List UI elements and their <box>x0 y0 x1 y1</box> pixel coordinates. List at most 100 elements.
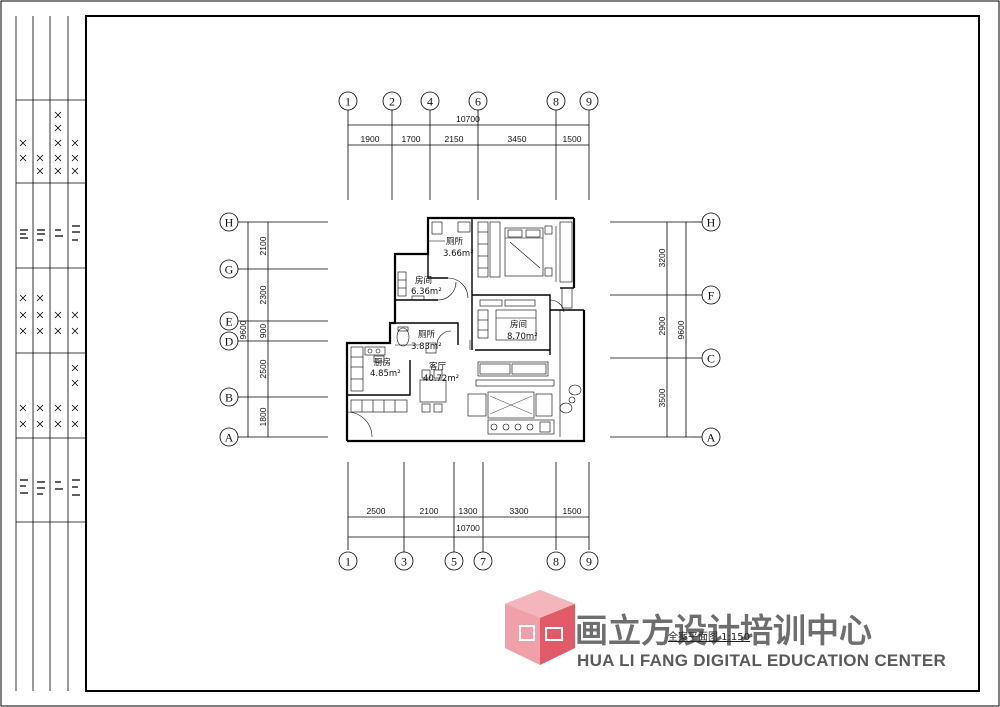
svg-text:6.36m²: 6.36m² <box>411 287 442 297</box>
grid-bubble-bottom-3: 3 <box>394 522 414 571</box>
grid-bubble-top-8: 8 <box>546 91 566 118</box>
top-dimension-lines <box>347 118 590 200</box>
logo-english-text: HUA LI FANG DIGITAL EDUCATION CENTER <box>577 651 947 670</box>
svg-text:8.70m²: 8.70m² <box>507 332 538 342</box>
bottom-grid-bubbles: 1 3 5 7 8 9 <box>338 522 599 571</box>
grid-bubble-left-H: H <box>219 212 241 232</box>
grid-bubble-right-A: A <box>693 427 721 447</box>
svg-text:2300: 2300 <box>258 285 268 304</box>
svg-text:2500: 2500 <box>258 359 268 378</box>
title-strip <box>15 16 86 691</box>
svg-text:3450: 3450 <box>508 134 527 144</box>
svg-text:3: 3 <box>401 555 407 569</box>
svg-text:2100: 2100 <box>420 506 439 516</box>
grid-bubble-left-D: D <box>219 331 262 351</box>
svg-text:3200: 3200 <box>657 248 667 267</box>
svg-text:900: 900 <box>258 324 268 338</box>
right-segment-dimensions: 3200 2900 3500 <box>657 248 667 407</box>
room-label-living-room: 客厅 40.72m² <box>423 361 459 384</box>
plan-details <box>346 221 582 438</box>
floor-plan <box>345 216 586 443</box>
right-grid-bubbles: H F C A <box>672 212 721 447</box>
svg-text:40.72m²: 40.72m² <box>423 374 459 384</box>
svg-text:房间: 房间 <box>415 275 432 286</box>
svg-text:F: F <box>708 289 715 303</box>
svg-text:D: D <box>225 335 234 349</box>
grid-bubble-left-A: A <box>219 427 241 447</box>
svg-text:8: 8 <box>553 555 559 569</box>
room-label-bathroom-1: 厕所 3.66m² <box>443 236 474 259</box>
grid-bubble-right-F: F <box>672 285 721 305</box>
svg-text:E: E <box>225 315 232 329</box>
grid-bubble-right-C: C <box>672 348 721 368</box>
drawing-frame <box>85 15 980 692</box>
grid-bubble-left-E: E <box>219 311 262 331</box>
svg-text:8: 8 <box>553 95 559 109</box>
svg-text:4: 4 <box>427 95 433 109</box>
left-segment-dimensions: 2100 2300 900 2500 1800 <box>258 236 268 426</box>
svg-text:A: A <box>707 431 716 445</box>
grid-bubble-bottom-1: 1 <box>338 551 358 571</box>
room-labels: 厕所 3.66m² 房间 6.36m² 房间 8.70m² 厕所 3.83m² … <box>370 236 538 384</box>
svg-text:6: 6 <box>475 95 481 109</box>
svg-text:1: 1 <box>345 95 351 109</box>
grid-bubble-bottom-9: 9 <box>579 551 599 571</box>
svg-text:H: H <box>225 216 234 230</box>
svg-text:3.83m²: 3.83m² <box>411 342 442 352</box>
svg-text:2900: 2900 <box>657 316 667 335</box>
drawing-title: 全案平面图 1:150 <box>668 632 750 643</box>
svg-text:1700: 1700 <box>402 134 421 144</box>
svg-text:2: 2 <box>389 95 395 109</box>
svg-text:1300: 1300 <box>459 506 478 516</box>
grid-bubble-left-G: G <box>219 259 262 279</box>
svg-text:B: B <box>225 391 233 405</box>
grid-bubble-bottom-7: 7 <box>473 522 493 571</box>
interior-walls <box>347 218 584 396</box>
grid-bubble-top-2: 2 <box>382 91 402 140</box>
grid-bubble-top-4: 4 <box>420 91 440 140</box>
svg-text:房间: 房间 <box>510 319 527 330</box>
top-grid-bubbles: 1 2 4 6 8 9 <box>338 91 599 140</box>
svg-text:2500: 2500 <box>367 506 386 516</box>
svg-text:9: 9 <box>586 95 592 109</box>
svg-text:H: H <box>707 216 716 230</box>
grid-bubble-bottom-5: 5 <box>444 522 464 571</box>
room-label-kitchen: 厨房 4.85m² <box>370 357 401 379</box>
logo-chinese-text: 画立方设计培训中心 <box>575 611 872 650</box>
bottom-segment-dimensions: 2500 2100 1300 3300 1500 <box>367 506 582 516</box>
bottom-dimension-lines <box>347 462 590 550</box>
grid-bubble-top-9: 9 <box>579 91 599 118</box>
right-dimension-lines <box>610 221 693 438</box>
room-label-bedroom-large: 房间 8.70m² <box>507 319 538 342</box>
svg-text:1500: 1500 <box>563 506 582 516</box>
svg-text:2100: 2100 <box>258 236 268 255</box>
svg-text:4.85m²: 4.85m² <box>370 369 401 379</box>
svg-text:3500: 3500 <box>657 388 667 407</box>
svg-text:厕所: 厕所 <box>446 236 464 247</box>
svg-text:1800: 1800 <box>258 407 268 426</box>
svg-text:2150: 2150 <box>445 134 464 144</box>
svg-text:G: G <box>225 263 234 277</box>
grid-bubble-top-1: 1 <box>338 91 358 118</box>
left-total-dimension: 9600 <box>238 320 248 339</box>
svg-text:A: A <box>225 431 234 445</box>
bottom-total-dimension: 10700 <box>456 523 480 533</box>
logo-cube-icon <box>505 590 575 665</box>
svg-text:1: 1 <box>345 555 351 569</box>
left-dimension-lines <box>241 221 328 438</box>
svg-text:C: C <box>707 352 715 366</box>
svg-text:1500: 1500 <box>563 134 582 144</box>
svg-text:客厅: 客厅 <box>429 361 447 372</box>
svg-text:7: 7 <box>480 555 486 569</box>
left-grid-bubbles: H G E D B A <box>219 212 262 447</box>
right-total-dimension: 9600 <box>676 320 686 339</box>
top-total-dimension: 10700 <box>456 114 480 124</box>
room-label-bedroom-small: 房间 6.36m² <box>411 275 442 297</box>
grid-bubble-top-6: 6 <box>468 91 488 140</box>
svg-text:1900: 1900 <box>361 134 380 144</box>
svg-text:3.66m²: 3.66m² <box>443 249 474 259</box>
svg-text:厨房: 厨房 <box>374 357 391 368</box>
grid-bubble-right-H: H <box>693 212 721 232</box>
room-label-bathroom-2: 厕所 3.83m² <box>411 329 442 352</box>
